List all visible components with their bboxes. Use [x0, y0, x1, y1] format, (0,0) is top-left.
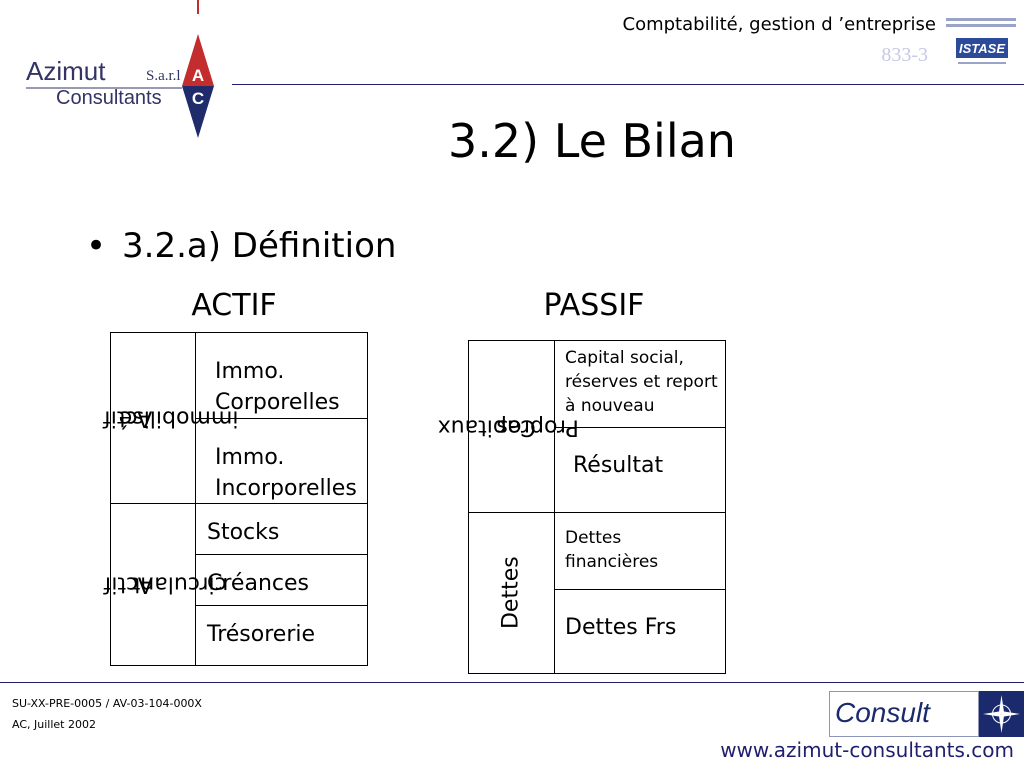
- actif-row: Immo. Incorporelles: [215, 445, 357, 501]
- logo-consultants: Consultants: [56, 87, 162, 109]
- website-link[interactable]: www.azimut-consultants.com: [720, 738, 1014, 762]
- passif-heading: PASSIF: [543, 288, 645, 323]
- passif-row: Dettes financières: [565, 528, 659, 572]
- actif-row: Stocks: [207, 520, 280, 545]
- dettes-label: Dettes: [498, 556, 524, 629]
- actif-row: Trésorerie: [207, 622, 316, 647]
- header-rule: [232, 84, 1024, 85]
- logo-letter-c: C: [192, 89, 204, 108]
- actif-row: Créances: [207, 571, 309, 596]
- document-date: AC, Juillet 2002: [12, 718, 96, 731]
- istase-logo: ISTASE: [946, 18, 1016, 64]
- document-reference: SU-XX-PRE-0005 / AV-03-104-000X: [12, 697, 202, 710]
- logo-letter-a: A: [192, 66, 204, 85]
- bullet-item: • 3.2.a) Définition: [86, 226, 396, 266]
- bullet-text: 3.2.a) Définition: [122, 226, 397, 266]
- azimut-consultants-logo: A C Azimut S.a.r.l Consultants: [26, 0, 214, 138]
- footer-rule: [0, 682, 1024, 683]
- actif-row: Immo. Corporelles: [215, 359, 340, 415]
- passif-row: Résultat: [573, 453, 664, 478]
- consult-logo-box: [829, 691, 979, 737]
- course-title: Comptabilité, gestion d ’entreprise: [622, 14, 936, 35]
- compass-rose-icon: [979, 691, 1024, 737]
- slide-title: 3.2) Le Bilan: [448, 114, 736, 168]
- actif-heading: ACTIF: [191, 288, 277, 323]
- logo-azimut: Azimut: [26, 56, 106, 86]
- passif-row: Dettes Frs: [565, 615, 677, 640]
- bullet-dot: •: [86, 226, 107, 266]
- consult-logo-text: Consult: [835, 697, 930, 728]
- passif-row: Capital social, réserves et report à nou…: [565, 348, 718, 416]
- course-code: 833-3: [881, 44, 928, 66]
- istase-logo-text: ISTASE: [959, 41, 1005, 56]
- logo-sarl: S.a.r.l: [146, 68, 181, 84]
